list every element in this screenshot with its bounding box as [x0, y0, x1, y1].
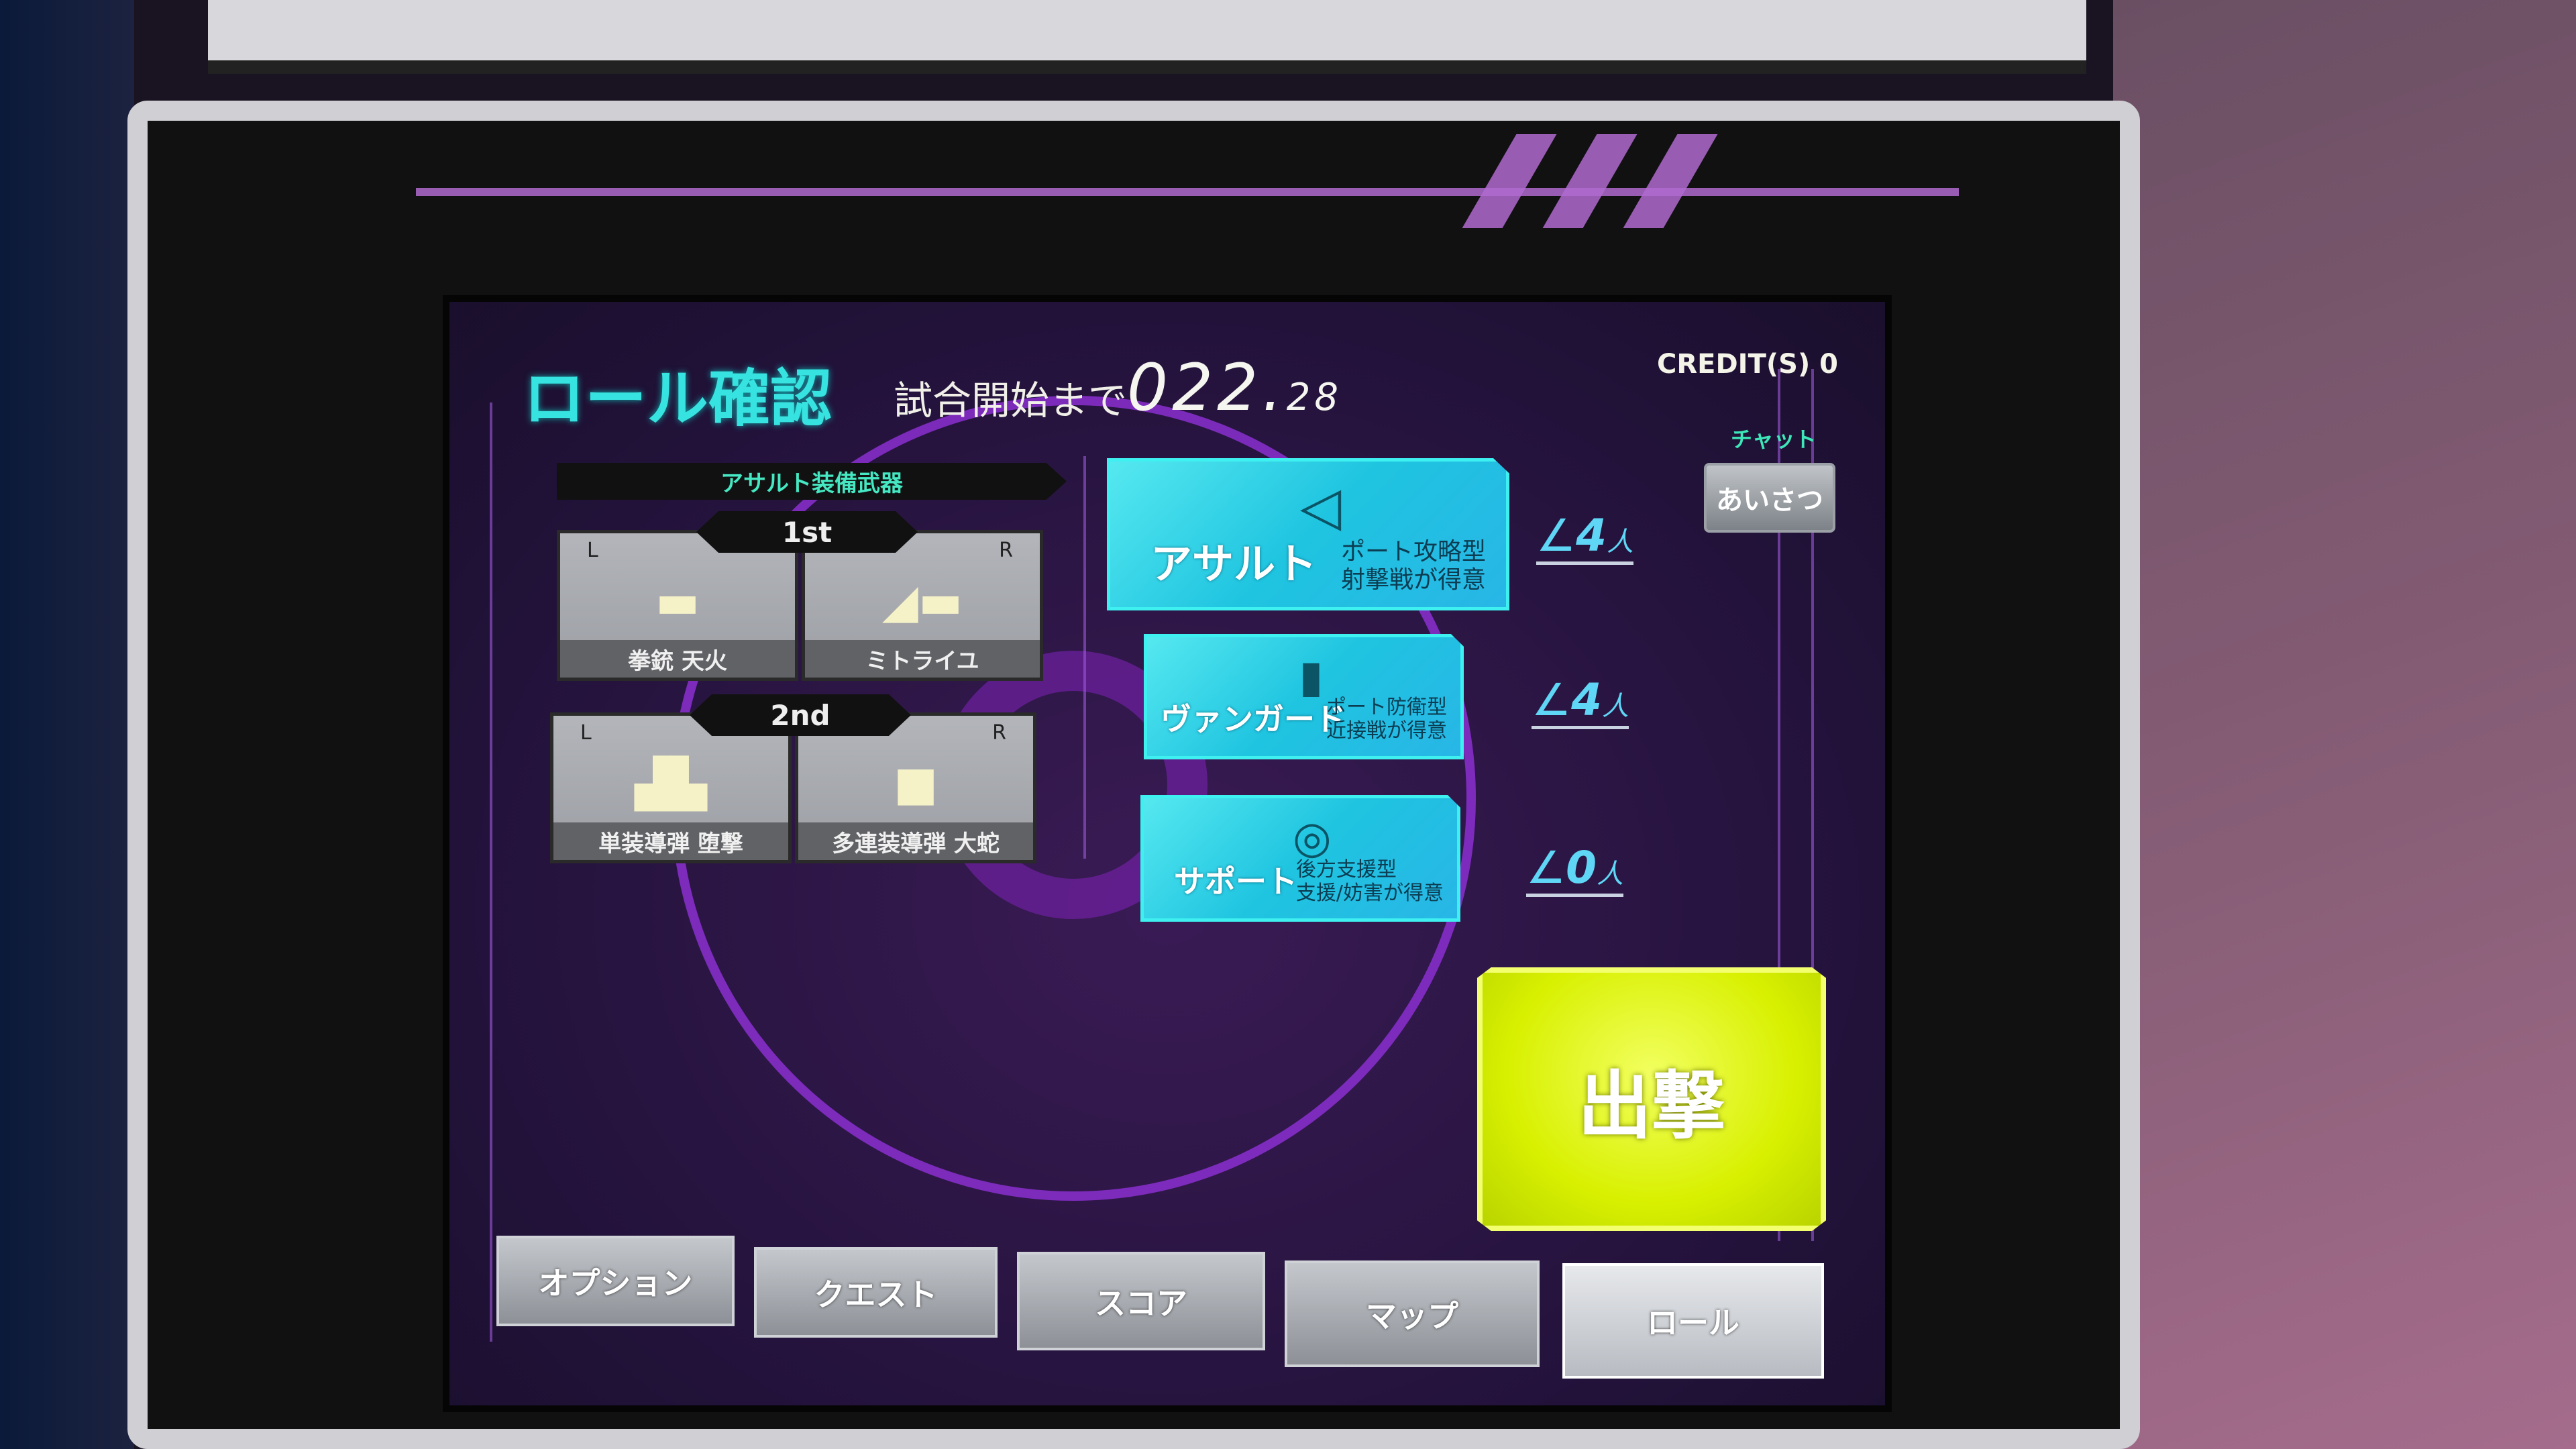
nav-role-button[interactable]: ロール [1562, 1263, 1824, 1379]
greeting-chat-button[interactable]: あいさつ [1704, 463, 1835, 533]
game-screen: ロール確認 試合開始まで 022.28 CREDIT(S) 0 チャット あいさ… [443, 295, 1892, 1412]
count-unit: 人 [1602, 691, 1629, 722]
role-name: アサルト [1150, 539, 1318, 588]
assault-icon: ◁ [1299, 475, 1342, 537]
count-unit: 人 [1597, 859, 1624, 890]
role-desc-line: ポート防衛型 [1326, 696, 1447, 719]
vanguard-shield-icon: ▮ [1299, 651, 1324, 702]
weapons-header: アサルト装備武器 [557, 463, 1067, 500]
role-desc-line: 後方支援型 [1295, 858, 1397, 881]
weapon-name: 単装導弾 堕撃 [553, 822, 788, 860]
nav-quest-button[interactable]: クエスト [754, 1247, 998, 1338]
weapon-slot-1st-right[interactable]: R ◢▬ ミトライユ [802, 530, 1043, 681]
slot-side: R [999, 539, 1013, 562]
weapon-slot-2nd-right[interactable]: R ■ 多連装導弾 大蛇 [795, 712, 1036, 863]
machine-gun-icon: ◢▬ [882, 574, 963, 629]
role-desc-line: 射撃戦が得意 [1340, 566, 1486, 594]
support-icon: ◎ [1292, 812, 1332, 863]
role-name: ヴァンガード [1161, 701, 1346, 737]
tier-label-2nd: 2nd [690, 694, 911, 736]
background-wall [2113, 0, 2576, 1449]
role-vanguard-button[interactable]: ▮ ヴァンガード ポート防衛型近接戦が得意 [1144, 634, 1464, 759]
background-left [0, 0, 134, 1449]
count-value: 4 [1571, 674, 1603, 726]
role-description: ポート防衛型近接戦が得意 [1326, 696, 1447, 743]
multi-missile-icon: ■ [893, 756, 938, 811]
weapon-slot-1st-left[interactable]: L ▬ 拳銃 天火 [557, 530, 798, 681]
role-desc-line: ポート攻略型 [1340, 538, 1486, 566]
pistol-icon: ▬ [655, 574, 700, 629]
role-desc-line: 支援/妨害が得意 [1295, 881, 1444, 905]
slot-side: L [587, 539, 598, 562]
role-description: 後方支援型支援/妨害が得意 [1295, 858, 1444, 905]
slot-side: R [992, 721, 1006, 745]
count-unit: 人 [1607, 527, 1634, 557]
chat-label: チャット [1731, 427, 1817, 452]
role-assault-button[interactable]: ◁ アサルト ポート攻略型射撃戦が得意 [1107, 458, 1509, 610]
countdown-seconds: 022. [1127, 350, 1287, 425]
weapon-slot-2nd-left[interactable]: L ▟▙ 単装導弾 堕撃 [550, 712, 792, 863]
assault-player-count: ∠4人 [1536, 510, 1634, 565]
role-desc-line: 近接戦が得意 [1326, 718, 1447, 743]
countdown-fraction: 28 [1286, 376, 1343, 419]
missile-launcher-icon: ▟▙ [635, 756, 707, 811]
credits-display: CREDIT(S) 0 [1657, 349, 1838, 380]
sortie-button[interactable]: 出撃 [1477, 967, 1826, 1231]
tier-label-1st: 1st [696, 511, 918, 553]
nav-option-button[interactable]: オプション [496, 1236, 735, 1326]
vanguard-player-count: ∠4人 [1532, 674, 1629, 729]
support-player-count: ∠0人 [1526, 842, 1624, 897]
role-support-button[interactable]: ◎ サポート 後方支援型支援/妨害が得意 [1140, 795, 1460, 922]
page-title: ロール確認 [523, 363, 833, 435]
nav-score-button[interactable]: スコア [1017, 1252, 1265, 1350]
countdown-timer: 022.28 [1127, 350, 1342, 425]
role-description: ポート攻略型射撃戦が得意 [1341, 538, 1486, 594]
count-value: 4 [1576, 510, 1607, 561]
weapon-name: 拳銃 天火 [560, 640, 795, 678]
weapon-name: 多連装導弾 大蛇 [798, 822, 1033, 860]
slot-side: L [580, 721, 592, 745]
countdown-label: 試合開始まで [894, 378, 1128, 423]
role-name: サポート [1174, 863, 1297, 900]
count-value: 0 [1566, 842, 1597, 894]
cabinet-top [208, 0, 2086, 74]
weapon-name: ミトライユ [805, 640, 1040, 678]
nav-map-button[interactable]: マップ [1285, 1260, 1540, 1367]
